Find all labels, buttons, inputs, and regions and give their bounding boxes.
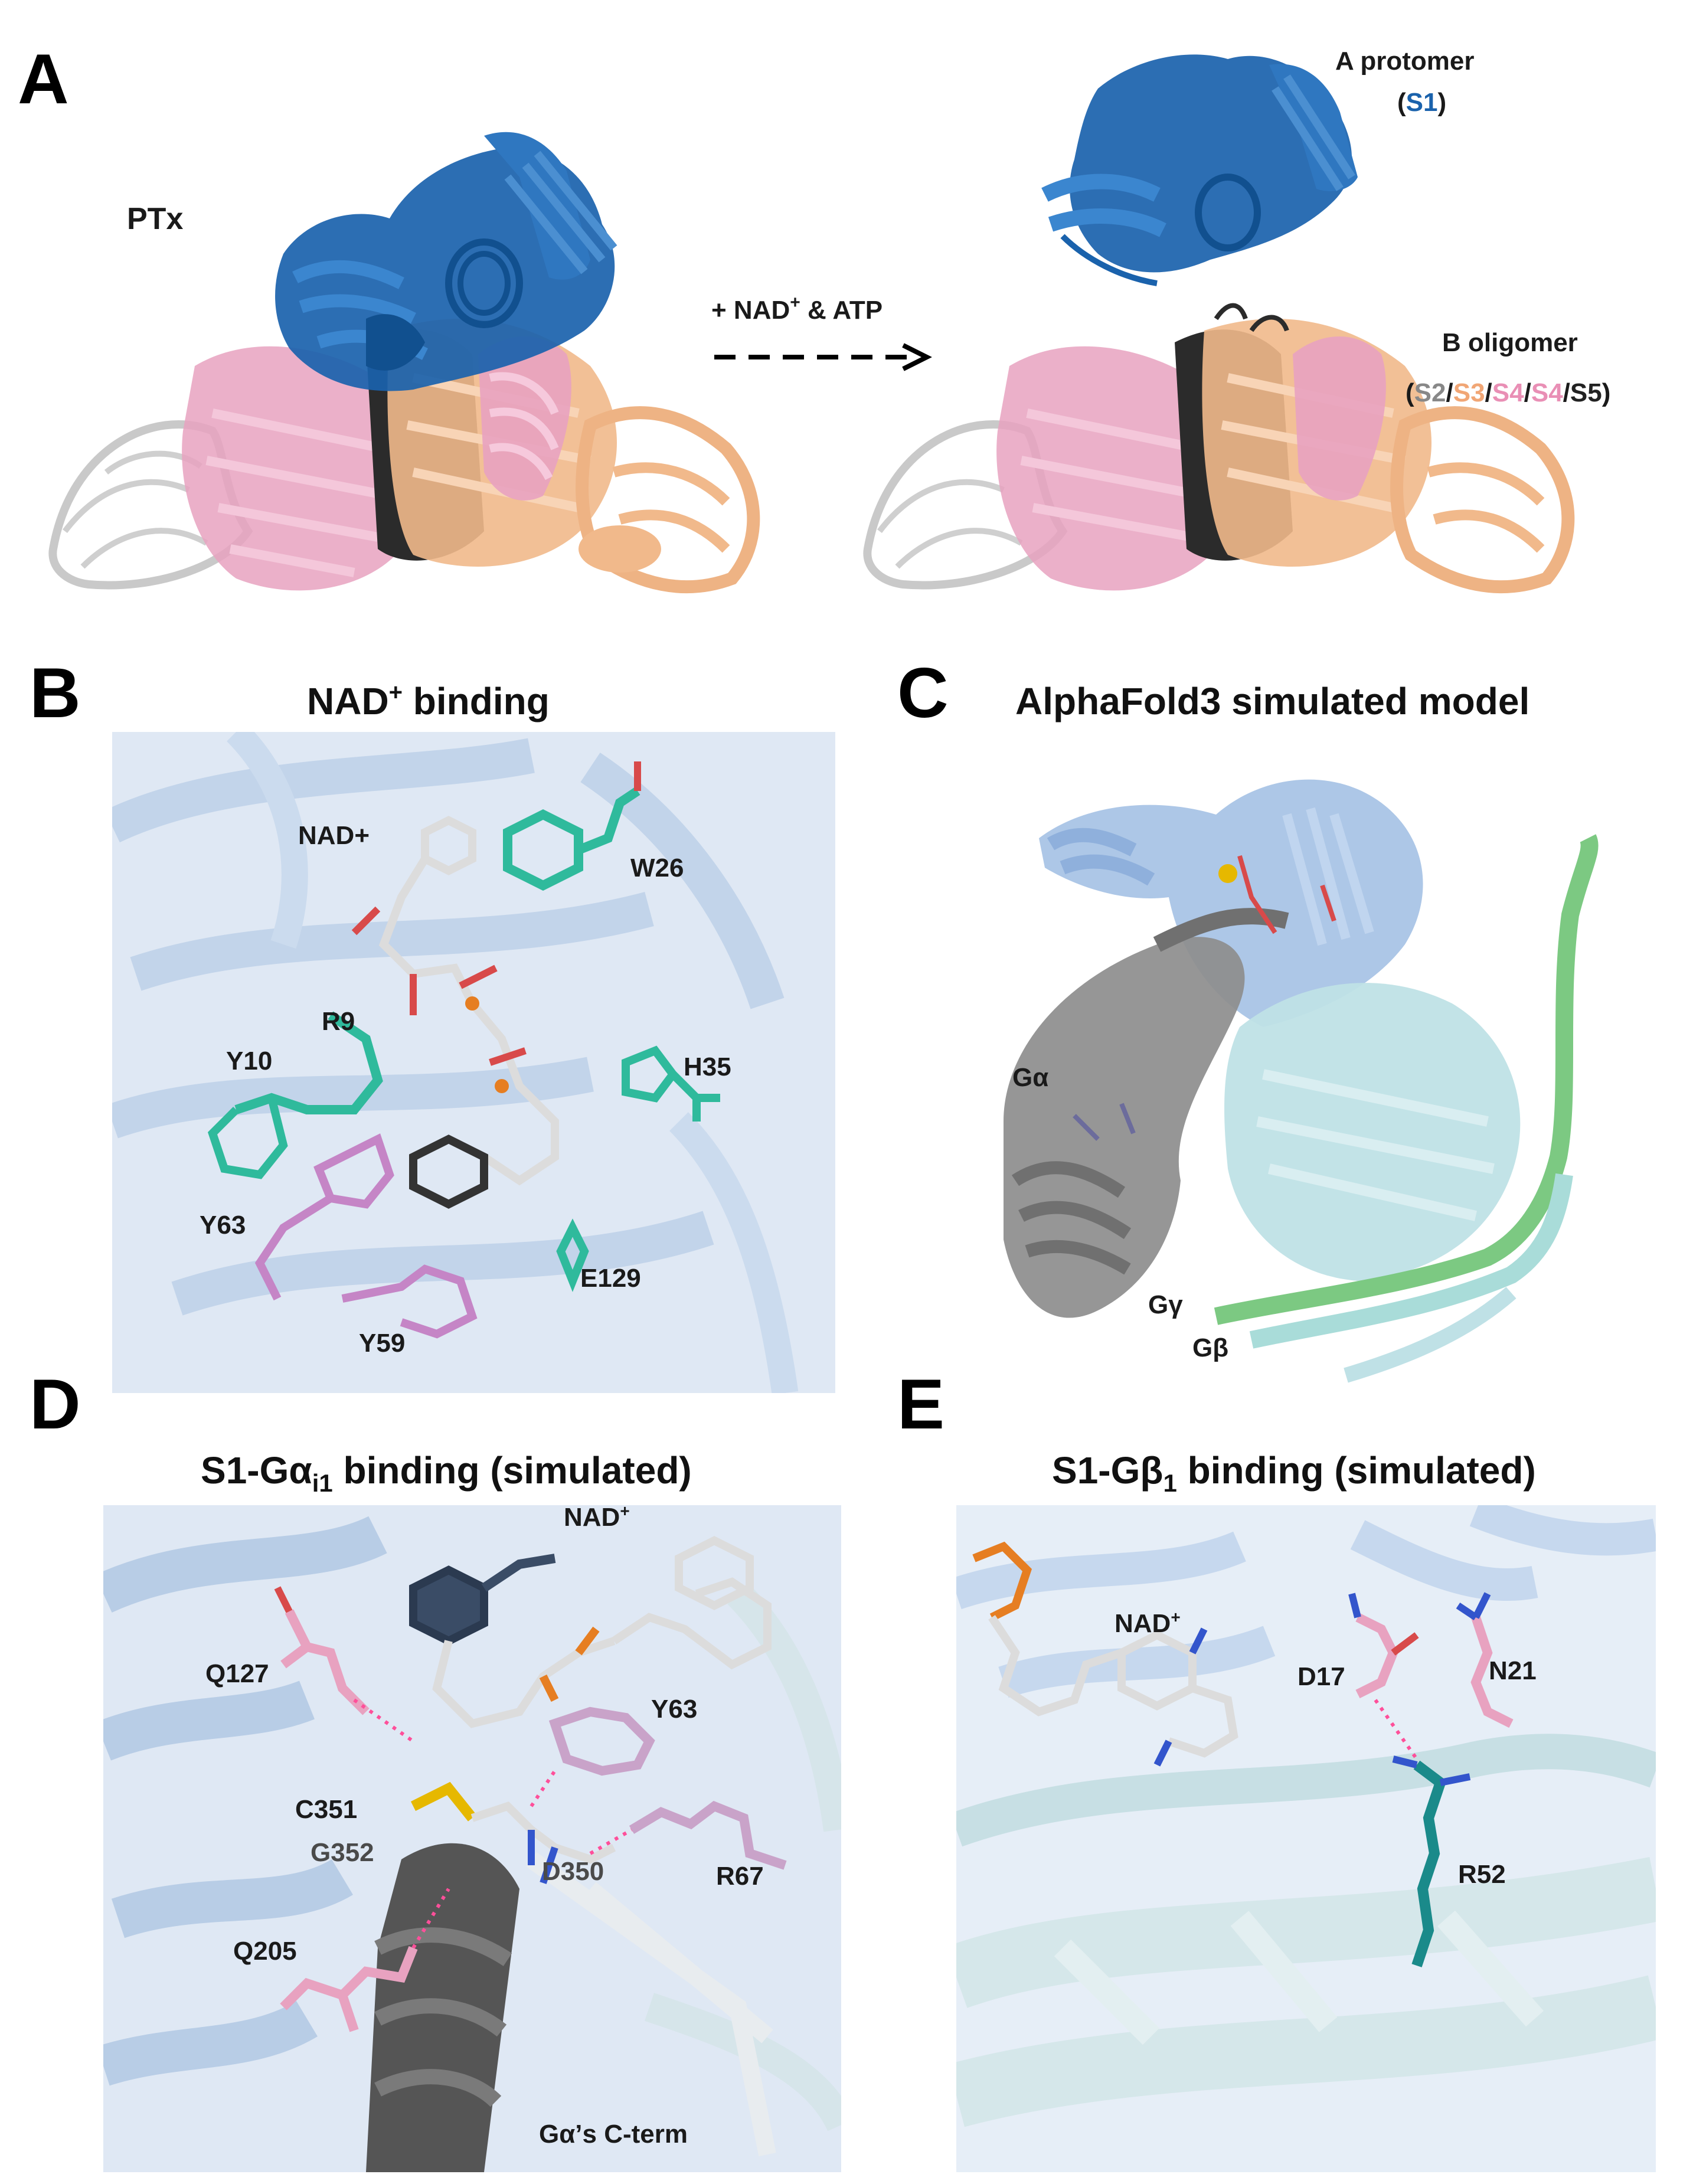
alphafold3-model-structure bbox=[1004, 779, 1599, 1383]
ptx-holotoxin-structure bbox=[48, 319, 760, 594]
r52-label: R52 bbox=[1458, 1860, 1506, 1889]
panel-c: C AlphaFold3 simulated model Gα Gγ Gβ bbox=[897, 653, 1599, 1383]
w26-label: W26 bbox=[630, 854, 684, 882]
s1-gbeta-interface-structure bbox=[956, 1505, 1656, 2172]
c351-label: C351 bbox=[295, 1795, 357, 1824]
d17-label: D17 bbox=[1297, 1662, 1345, 1691]
y10-label: Y10 bbox=[226, 1047, 272, 1075]
y63-label: Y63 bbox=[200, 1211, 246, 1240]
panel-c-title: AlphaFold3 simulated model bbox=[1015, 680, 1529, 722]
ggamma-label: Gγ bbox=[1148, 1290, 1183, 1319]
h35-label: H35 bbox=[684, 1052, 731, 1081]
panel-d: D S1-Gαi1 binding (simulated) bbox=[30, 1365, 841, 2172]
reaction-arrow: + NAD+ & ATP bbox=[711, 293, 932, 371]
panel-d-letter: D bbox=[30, 1365, 81, 1444]
g352-label: G352 bbox=[311, 1838, 374, 1867]
a-protomer-label: A protomer bbox=[1335, 47, 1475, 76]
galpha-label: Gα bbox=[1012, 1063, 1048, 1092]
gbeta-label: Gβ bbox=[1192, 1333, 1228, 1362]
panel-e-letter: E bbox=[897, 1365, 944, 1444]
panel-b-title: NAD+ binding bbox=[307, 679, 550, 722]
q127-label: Q127 bbox=[205, 1659, 269, 1688]
panel-c-letter: C bbox=[897, 653, 949, 733]
panel-a: A PTx + NAD+ bbox=[18, 40, 1610, 594]
n21-label: N21 bbox=[1489, 1656, 1537, 1685]
panel-a-letter: A bbox=[18, 40, 69, 119]
b-oligomer-structure bbox=[863, 303, 1575, 594]
e129-label: E129 bbox=[580, 1264, 641, 1293]
panel-e-title: S1-Gβ1 binding (simulated) bbox=[1052, 1449, 1536, 1497]
panel-d-title: S1-Gαi1 binding (simulated) bbox=[201, 1449, 692, 1497]
q205-label: Q205 bbox=[233, 1937, 297, 1966]
nad-binding-site-structure bbox=[112, 732, 835, 1393]
y63-label-d: Y63 bbox=[651, 1695, 697, 1724]
d350-label: D350 bbox=[542, 1857, 604, 1886]
panel-b: B NAD+ binding bbox=[30, 653, 835, 1393]
b-oligomer-subunits: (S2/S3/S4/S4/S5) bbox=[1406, 378, 1610, 407]
r9-label: R9 bbox=[322, 1007, 355, 1036]
r67-label: R67 bbox=[716, 1862, 764, 1891]
a-protomer-subunit: (S1) bbox=[1397, 88, 1446, 117]
s1-galpha-interface-structure bbox=[103, 1505, 841, 2172]
y59-label: Y59 bbox=[359, 1329, 405, 1358]
ptx-label: PTx bbox=[127, 202, 183, 236]
nad-label: NAD+ bbox=[298, 821, 370, 850]
nad-label-e: NAD+ bbox=[1114, 1608, 1181, 1638]
nad-label-d: NAD+ bbox=[564, 1502, 630, 1532]
panel-b-letter: B bbox=[30, 653, 81, 733]
s1-structure-in-holotoxin bbox=[275, 132, 617, 391]
panel-e: E S1-Gβ1 binding (simulated) bbox=[897, 1365, 1656, 2172]
arrow-label: + NAD+ & ATP bbox=[711, 293, 883, 325]
galpha-cterm-label: Gα’s C-term bbox=[539, 2120, 688, 2149]
b-oligomer-label: B oligomer bbox=[1442, 328, 1578, 357]
a-protomer-structure bbox=[1041, 54, 1358, 286]
